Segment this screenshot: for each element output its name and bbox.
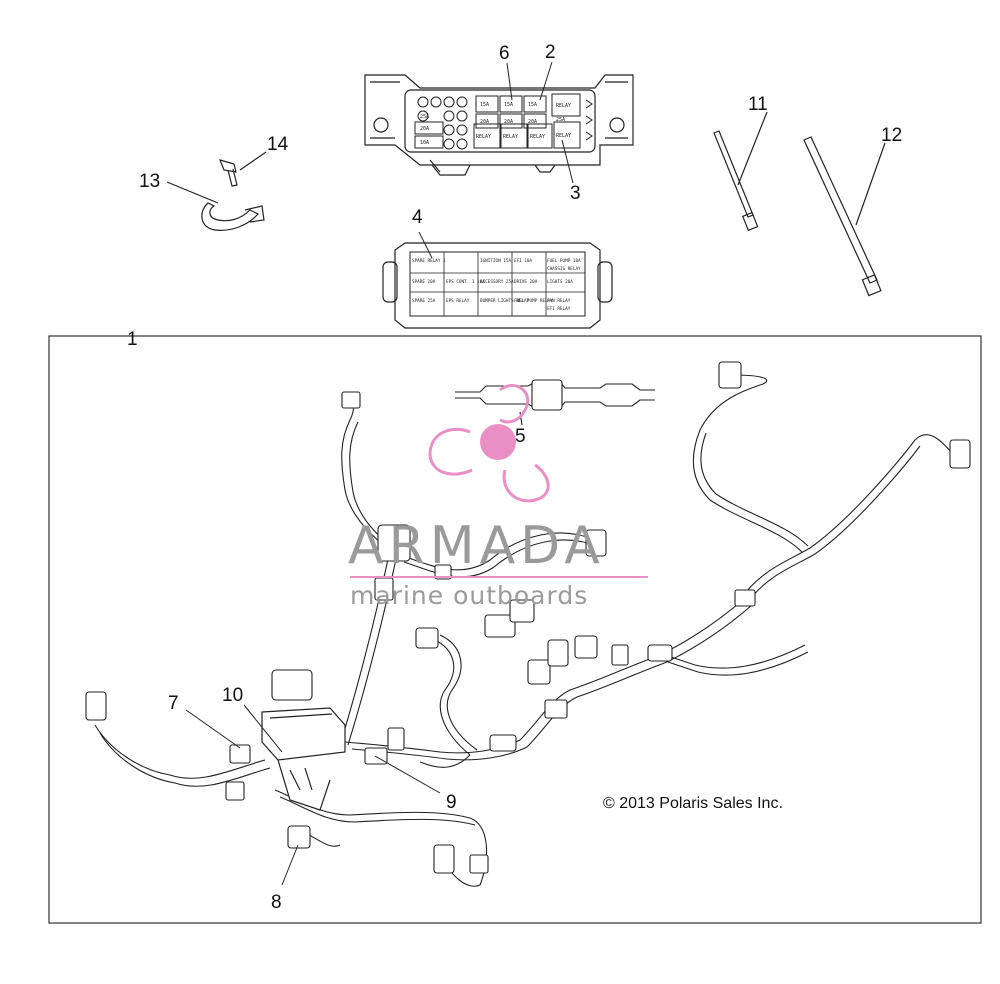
- connector: [415, 627, 439, 649]
- fuse-label: 15A: [528, 102, 537, 108]
- cover-label: EFI 10A: [514, 258, 533, 264]
- connector: [229, 744, 251, 764]
- cover-label: SPARE 25A: [412, 298, 436, 304]
- connector: [949, 439, 971, 469]
- connector: [527, 659, 551, 685]
- fuse-label: 20A: [420, 126, 429, 132]
- cable-tie-12: [803, 136, 886, 297]
- cover-label: FUEL PUMP 10A: [547, 258, 581, 264]
- callout-12: 12: [881, 125, 903, 146]
- callout-6: 6: [499, 43, 510, 64]
- cover-label: EPS CONT. 1 10A: [446, 279, 485, 285]
- connector: [489, 734, 517, 752]
- connector: [611, 644, 629, 666]
- fuse-box: [364, 74, 634, 176]
- harness-leader-lines: [185, 704, 441, 886]
- fuse-label: RELAY: [530, 134, 545, 140]
- watermark-rule: [350, 576, 648, 578]
- copyright-notice: © 2013 Polaris Sales Inc.: [603, 795, 783, 812]
- watermark-subtitle: marine outboards: [350, 581, 589, 610]
- callout-10: 10: [222, 685, 244, 706]
- callout-4: 4: [412, 207, 423, 228]
- fuse-label: 15A: [504, 102, 513, 108]
- callout-2: 2: [545, 42, 556, 63]
- inline-fuse-holder-5: [455, 379, 655, 426]
- fuse-label: 20A: [528, 119, 537, 125]
- harness-frame: [48, 335, 982, 924]
- leader-lines-fuse-box: [506, 61, 574, 184]
- cover-label: BUMPER LIGHTS RELAY: [480, 298, 530, 304]
- harness-clamp-13: [166, 181, 265, 231]
- watermark-title: ARMADA: [348, 516, 605, 576]
- cover-label: EPS RELAY: [446, 298, 470, 304]
- callout-5: 5: [515, 426, 526, 447]
- connector: [374, 577, 394, 601]
- cover-label: CHASSIS RELAY: [547, 266, 581, 272]
- fuse-label: RELAY: [556, 133, 571, 139]
- connector: [509, 599, 535, 623]
- harness-fuse-box-10: [261, 707, 346, 811]
- harness-connectors: [85, 361, 971, 874]
- connector: [85, 691, 107, 721]
- fuse-label: RELAY: [503, 134, 518, 140]
- fuse-label: 20A: [504, 119, 513, 125]
- connector: [647, 644, 673, 662]
- connector: [544, 699, 568, 719]
- callout-14: 14: [267, 134, 289, 155]
- connector: [271, 669, 313, 701]
- fuse-label: RELAY: [476, 134, 491, 140]
- cover-label: FUEL PUMP RELAY: [514, 298, 553, 304]
- wiring-harness: [94, 374, 959, 887]
- cover-label: SPARE 20A: [412, 279, 436, 285]
- connector: [387, 727, 405, 751]
- connector: [433, 844, 455, 874]
- fuse-cover-printed-labels: SPARE RELAY 1 IGNITION 15A EFI 10A FUEL …: [412, 258, 581, 312]
- connector: [585, 529, 607, 557]
- callout-7: 7: [168, 693, 179, 714]
- fuse-box-cover: [382, 242, 613, 329]
- callout-13: 13: [139, 171, 161, 192]
- fuse-label: 15A: [480, 102, 489, 108]
- connector: [574, 635, 598, 659]
- cover-label: FAN RELAY: [547, 298, 571, 304]
- callout-8: 8: [271, 892, 282, 913]
- connector: [547, 639, 569, 667]
- cover-label: LIGHTS 20A: [547, 279, 573, 285]
- connector: [341, 391, 361, 409]
- watermark-emblem: [428, 384, 550, 503]
- fuse-box-printed-labels: 15A 15A 15A RELAY 20A 20A 20A 25A RELAY …: [420, 102, 571, 146]
- callout-11: 11: [748, 94, 768, 115]
- callout-3: 3: [570, 183, 581, 204]
- fuse-label: 20A: [480, 119, 489, 125]
- fuse-label: 25A: [556, 117, 565, 123]
- connector: [377, 524, 411, 562]
- connector: [734, 589, 756, 607]
- screw-14: [218, 151, 267, 187]
- connector: [434, 564, 452, 580]
- cover-label: ACCESSORY 25A: [480, 279, 514, 285]
- callout-9: 9: [446, 792, 457, 813]
- cover-label: EFI RELAY: [547, 306, 571, 312]
- cover-label: SPARE RELAY 1: [412, 258, 446, 264]
- connector: [225, 781, 245, 801]
- cable-tie-11: [713, 111, 768, 232]
- fuse-label: RELAY: [556, 103, 571, 109]
- callout-1: 1: [127, 329, 138, 350]
- cover-label: IGNITION 15A: [480, 258, 511, 264]
- leader-line-4: [418, 231, 433, 259]
- fuse-label: 10A: [420, 140, 429, 146]
- connector: [287, 825, 311, 849]
- cover-label: DRIVE 20A: [514, 279, 538, 285]
- fuse-label: 25A: [420, 114, 429, 120]
- connector: [718, 361, 742, 389]
- connector: [484, 614, 516, 638]
- connector: [469, 854, 489, 874]
